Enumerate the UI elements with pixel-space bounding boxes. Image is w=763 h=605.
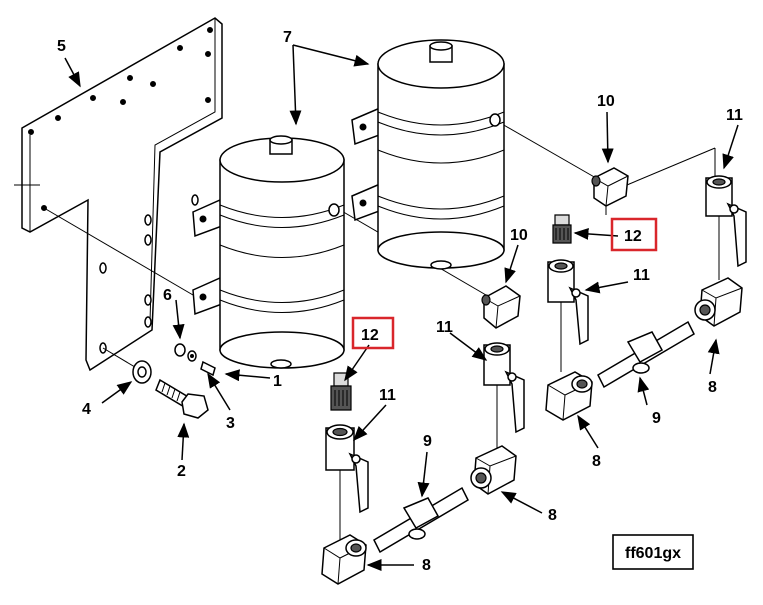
valve-item-11-lower-right bbox=[483, 342, 525, 450]
callout-3: 3 bbox=[226, 415, 235, 432]
valve-item-11-upper-left bbox=[547, 259, 589, 372]
mounting-bracket bbox=[21, 17, 223, 372]
elbow-item-10-lower bbox=[481, 285, 521, 329]
callout-10-lower: 10 bbox=[510, 227, 528, 244]
callout-11-lower-right: 11 bbox=[436, 319, 453, 336]
callout-9-lower: 9 bbox=[423, 433, 432, 450]
elbow-item-8-lower-left bbox=[321, 534, 367, 585]
elbow-item-8-upper-left bbox=[545, 371, 593, 421]
nipple-item-12-upper bbox=[552, 214, 572, 244]
callout-12-lower: 12 bbox=[361, 327, 379, 344]
hardware-fasteners bbox=[132, 343, 216, 419]
callout-6: 6 bbox=[163, 287, 172, 304]
nipple-item-12-lower bbox=[330, 372, 352, 411]
filter-canister-rear bbox=[351, 39, 505, 270]
elbow-item-8-upper-right bbox=[694, 277, 743, 327]
callout-5: 5 bbox=[57, 38, 66, 55]
callout-7: 7 bbox=[283, 29, 292, 46]
callout-8-upper-right: 8 bbox=[708, 379, 717, 396]
callout-11-lower-left: 11 bbox=[379, 387, 396, 404]
callout-8-upper-left: 8 bbox=[592, 453, 601, 470]
assembly-lines bbox=[14, 119, 716, 371]
callout-8-lower-left: 8 bbox=[422, 557, 431, 574]
elbow-item-10-upper bbox=[591, 167, 629, 207]
callout-11-upper-left: 11 bbox=[633, 267, 650, 284]
highlight-box-12-lower bbox=[351, 316, 395, 350]
figure-id-label: ff601gx bbox=[625, 545, 681, 562]
callout-11-upper-right: 11 bbox=[726, 107, 743, 124]
valve-item-11-upper-right bbox=[705, 175, 747, 280]
valve-item-11-lower-left bbox=[325, 424, 369, 540]
tee-item-9-lower bbox=[373, 486, 469, 554]
callout-12-upper: 12 bbox=[624, 228, 642, 245]
callout-8-lower-right: 8 bbox=[548, 507, 557, 524]
callout-10-upper: 10 bbox=[597, 93, 615, 110]
highlight-box-12-upper bbox=[610, 217, 658, 252]
tee-item-9-upper bbox=[597, 320, 695, 389]
leader-arrows bbox=[64, 44, 739, 571]
elbow-item-8-lower-right bbox=[470, 445, 517, 495]
callout-2: 2 bbox=[177, 463, 186, 480]
callout-9-upper: 9 bbox=[652, 410, 661, 427]
callout-4: 4 bbox=[82, 401, 91, 418]
filter-canister-front bbox=[192, 135, 345, 369]
callout-labels: 5 7 6 1 4 3 2 10 10 11 12 11 12 11 11 8 … bbox=[57, 29, 743, 574]
figure-id-box: ff601gx bbox=[612, 534, 694, 570]
callout-1: 1 bbox=[273, 373, 282, 390]
